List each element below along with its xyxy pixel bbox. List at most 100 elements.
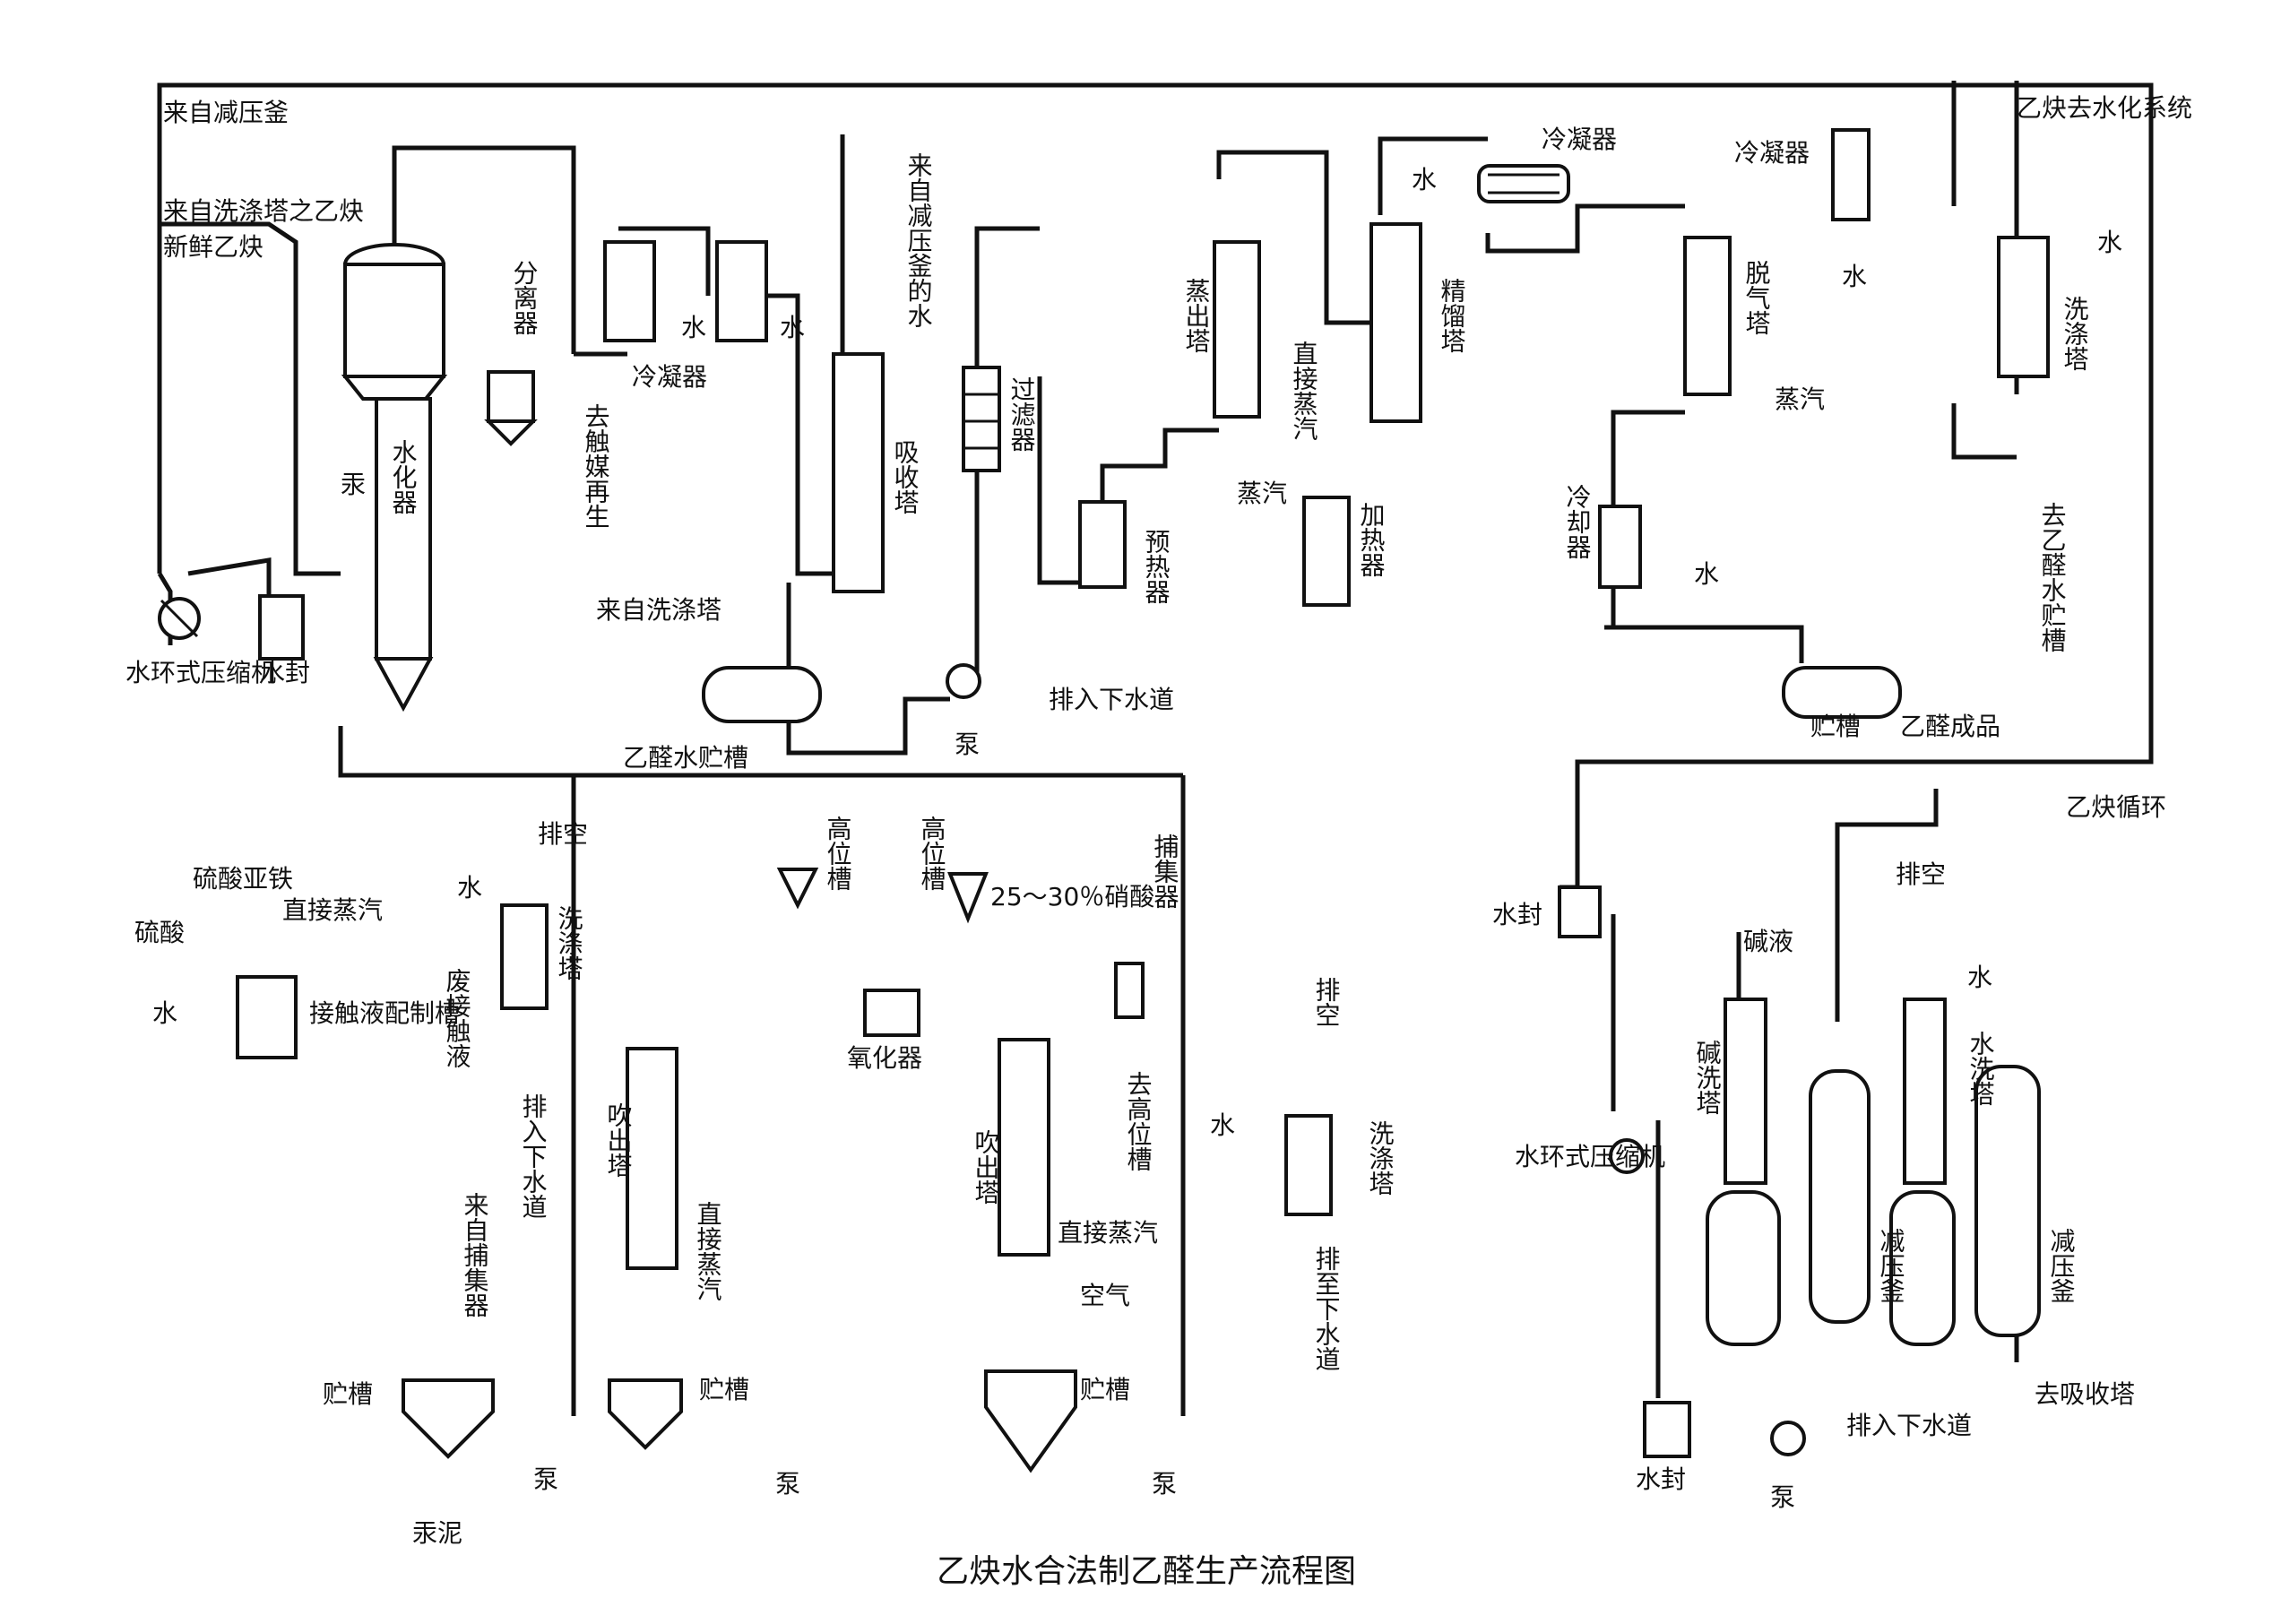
- label-steam-1: 蒸汽: [1237, 479, 1287, 508]
- label-washer-3: 洗涤塔: [1366, 1120, 1395, 1196]
- label-mercury-sludge: 汞泥: [412, 1518, 462, 1548]
- label-cooler: 冷却器: [1563, 484, 1593, 559]
- label-water-d: 水: [1842, 262, 1867, 291]
- label-vent-2: 排空: [1312, 977, 1342, 1027]
- high-tank-1-vessel: [776, 868, 819, 910]
- hydrator-vessel: [341, 243, 448, 713]
- label-catalyst-prep-tank: 接触液配制槽: [309, 998, 460, 1028]
- caustic-washer-column: [1706, 998, 1781, 1346]
- label-water-seal-3: 水封: [1636, 1464, 1686, 1494]
- label-water-ring-compressor-2: 水环式压缩机: [1515, 1142, 1665, 1171]
- label-heater: 加热器: [1357, 502, 1387, 577]
- label-water-i: 水: [1210, 1110, 1235, 1140]
- label-acetaldehyde-water-tank: 乙醛水贮槽: [623, 743, 748, 773]
- catalyst-prep-tank-vessel: [236, 975, 298, 1059]
- label-water-f: 水: [2097, 228, 2122, 257]
- water-ring-compressor-1: [158, 597, 201, 640]
- label-collector: 捕集器: [1151, 834, 1180, 909]
- acetaldehyde-water-tank: [702, 666, 822, 723]
- storage-tank-4-vessel: [984, 1369, 1077, 1473]
- filter-box: [962, 366, 1001, 472]
- label-pump-5: 泵: [1770, 1482, 1795, 1512]
- label-to-sewer-3: 排至下水道: [1312, 1246, 1342, 1371]
- label-direct-steam-3: 直接蒸汽: [694, 1201, 723, 1301]
- label-to-sewer-1: 排入下水道: [1049, 685, 1174, 714]
- washer-1-column: [1997, 236, 2050, 378]
- label-blow-tower-1: 吹出塔: [604, 1102, 634, 1178]
- blow-tower-2-column: [998, 1038, 1050, 1257]
- condenser-2: [1477, 164, 1570, 203]
- label-water-g: 水: [152, 998, 177, 1028]
- water-ring-compressor-2: [1609, 1138, 1645, 1174]
- label-acetylene-cycle: 乙炔循环: [2066, 792, 2166, 822]
- label-storage-tank-2: 贮槽: [323, 1379, 373, 1409]
- rectifier-column: [1369, 222, 1422, 423]
- label-vent-1: 排空: [538, 819, 588, 849]
- label-pump-1: 泵: [955, 730, 980, 759]
- condenser-1: [603, 240, 768, 342]
- storage-tank-3-vessel: [608, 1378, 683, 1450]
- label-condenser-3: 冷凝器: [1734, 138, 1810, 168]
- preheater-vessel: [1078, 500, 1127, 589]
- label-preheater: 预热器: [1142, 529, 1171, 604]
- condenser-3: [1831, 128, 1871, 221]
- blow-tower-1-column: [626, 1047, 678, 1270]
- label-acetaldehyde-product: 乙醛成品: [1900, 712, 2000, 741]
- pump-5-symbol: [1770, 1421, 1806, 1456]
- label-steam-2: 蒸汽: [1775, 384, 1825, 414]
- label-nitric-acid: 25～30％硝酸: [990, 882, 1154, 911]
- label-acetylene-to-hydration: 乙炔去水化系统: [2017, 93, 2192, 123]
- label-from-collector: 来自捕集器: [461, 1192, 490, 1317]
- label-to-catalyst-regen: 去触媒再生: [582, 403, 611, 529]
- label-pump-4: 泵: [1152, 1469, 1177, 1499]
- washer-2-column: [500, 903, 549, 1010]
- label-water-a: 水: [681, 313, 706, 342]
- label-storage-tank-4: 贮槽: [1080, 1375, 1130, 1404]
- label-sulfuric-acid: 硫酸: [134, 918, 185, 947]
- water-washer-column: [1889, 998, 1956, 1346]
- label-vent-3: 排空: [1896, 860, 1946, 889]
- label-separator: 分离器: [510, 260, 540, 335]
- label-decomp-kettle-1: 减压釜: [1877, 1228, 1906, 1303]
- label-spent-catalyst: 废接触液: [443, 968, 472, 1068]
- label-water-ring-compressor-1: 水环式压缩机: [125, 658, 276, 687]
- label-pump-3: 泵: [775, 1469, 800, 1499]
- label-direct-steam-1: 直接蒸汽: [1290, 341, 1319, 441]
- storage-tank-2-vessel: [402, 1378, 495, 1459]
- label-to-sewer-4: 排入下水道: [1846, 1411, 1972, 1440]
- label-decomp-kettle-2: 减压釜: [2047, 1228, 2077, 1303]
- label-water-seal-1: 水封: [260, 658, 310, 687]
- cooler-vessel: [1598, 505, 1642, 589]
- absorber-column: [832, 352, 885, 593]
- label-to-sewer-2: 排入下水道: [519, 1093, 549, 1219]
- oxidizer-vessel: [863, 989, 920, 1037]
- label-washer-2: 洗涤塔: [555, 905, 584, 980]
- label-from-decomp-kettle: 来自减压釜: [163, 98, 289, 127]
- stripper-column: [1213, 240, 1261, 419]
- label-acetylene-from-washer: 来自洗涤塔之乙炔: [163, 196, 364, 226]
- heater-vessel: [1302, 496, 1351, 607]
- label-water-c: 水: [1412, 165, 1437, 194]
- label-air: 空气: [1080, 1281, 1130, 1310]
- labels: 来自减压釜 来自洗涤塔之乙炔 新鲜乙炔 水环式压缩机 水封 水化器 汞 分离器 …: [125, 93, 2192, 1590]
- label-storage-tank-1: 贮槽: [1810, 712, 1861, 741]
- label-to-acetaldehyde-water-tank: 去乙醛水贮槽: [2038, 502, 2068, 652]
- label-degasser: 脱气塔: [1742, 260, 1772, 335]
- label-caustic-washer: 碱洗塔: [1693, 1040, 1723, 1115]
- label-water-b: 水: [780, 313, 805, 342]
- label-filter: 过滤器: [1007, 376, 1037, 452]
- label-caustic: 碱液: [1743, 927, 1793, 956]
- label-washer-1: 洗涤塔: [2061, 296, 2090, 371]
- separator-vessel: [484, 370, 538, 446]
- label-condenser-1: 冷凝器: [632, 362, 707, 392]
- label-to-high-tank: 去高位槽: [1124, 1071, 1153, 1171]
- main-pipe-network: [157, 81, 2154, 1416]
- label-high-tank-1: 高位槽: [824, 816, 853, 891]
- label-ferrous-sulfate: 硫酸亚铁: [193, 864, 293, 894]
- washer-3-column: [1284, 1114, 1333, 1216]
- label-water-h: 水: [457, 873, 482, 903]
- pump-1-symbol: [946, 663, 981, 699]
- label-hydrator: 水化器: [389, 439, 419, 514]
- label-oxidizer: 氧化器: [847, 1043, 922, 1073]
